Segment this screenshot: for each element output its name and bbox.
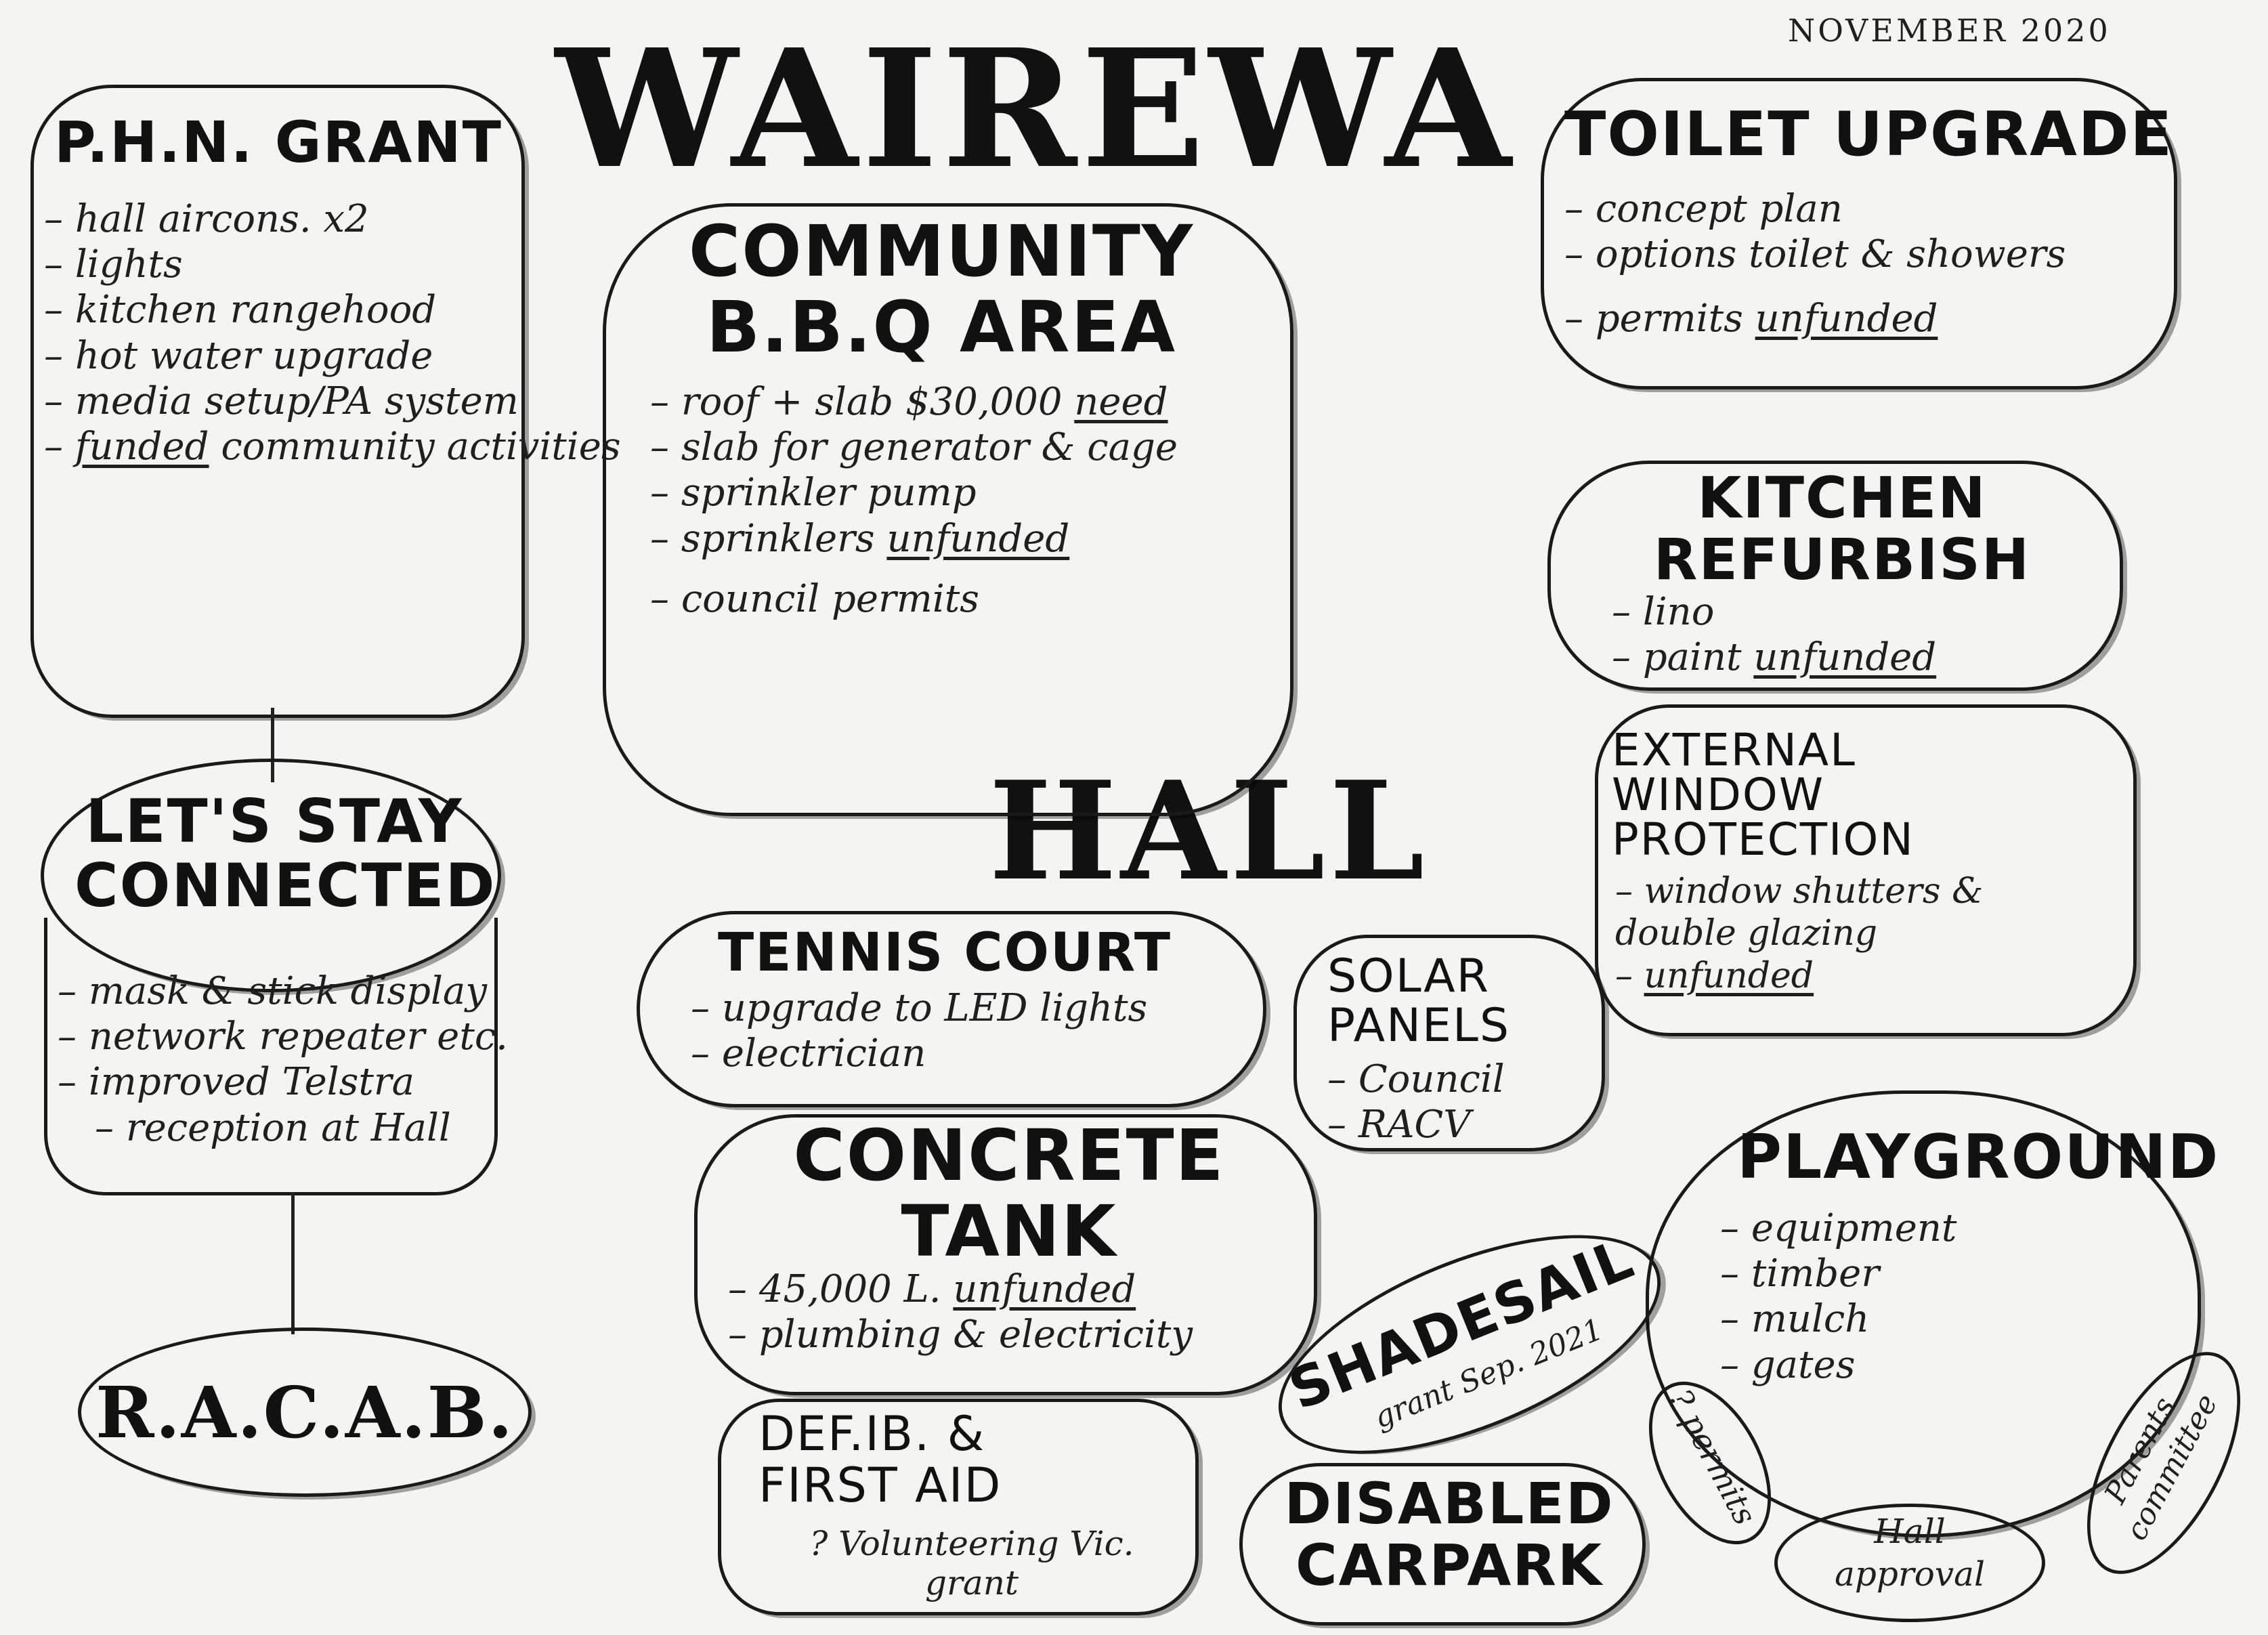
list-item: mask & stick display (58, 969, 508, 1014)
list-item: reception at Hall (58, 1105, 508, 1151)
funding-status-mark: unfunded (953, 1267, 1136, 1311)
phn-grant-list: hall aircons. x2 lights kitchen rangehoo… (44, 196, 621, 469)
list-item: unfunded (1615, 955, 2089, 997)
lets-stay-connected-title: LET'S STAY CONNECTED (74, 786, 496, 921)
list-item: equipment (1720, 1206, 1957, 1251)
list-item: permits unfunded (1564, 296, 2066, 341)
funding-status-mark: unfunded (1644, 955, 1814, 996)
list-item: media setup/PA system (44, 379, 621, 424)
tennis-court-box (637, 911, 1266, 1107)
list-item: roof + slab $30,000 need (650, 379, 1178, 425)
racab-oval (78, 1328, 532, 1497)
window-protection-box (1595, 704, 2137, 1036)
list-item: lights (44, 242, 621, 287)
list-item: paint unfunded (1612, 635, 1936, 680)
list-item: window shutters & double glazing (1615, 870, 2089, 955)
list-item: network repeater etc. (58, 1014, 508, 1059)
window-protection-title: EXTERNAL WINDOW PROTECTION (1612, 724, 1914, 866)
connector-line (291, 1192, 295, 1334)
list-item: sprinklers unfunded (650, 516, 1178, 561)
kitchen-refurbish-title: KITCHEN REFURBISH (1653, 465, 2031, 593)
bbq-area-box (603, 203, 1293, 816)
concrete-tank-title: CONCRETE TANK (793, 1114, 1225, 1273)
list-item: 45,000 L. unfunded (728, 1267, 1193, 1312)
list-item: slab for generator & cage (650, 425, 1178, 470)
list-item: gates (1720, 1342, 1956, 1388)
funding-status-mark: funded (74, 424, 209, 469)
racab-title: R.A.C.A.B. (95, 1371, 514, 1454)
lets-stay-connected-list: mask & stick display network repeater et… (58, 969, 508, 1151)
defib-first-aid-box (718, 1399, 1199, 1615)
funding-status-mark: need (1074, 380, 1168, 424)
list-item: options toilet & showers (1564, 232, 2066, 277)
list-item: concept plan (1564, 186, 2066, 232)
hall-approval-oval (1774, 1504, 2045, 1622)
list-item: Council (1327, 1057, 1505, 1102)
concrete-tank-list: 45,000 L. unfunded plumbing & electricit… (728, 1267, 1193, 1357)
bbq-area-title: COMMUNITY B.B.Q AREA (688, 210, 1195, 369)
funding-status-mark: unfunded (1753, 635, 1937, 680)
solar-panels-list: Council RACV (1327, 1057, 1505, 1147)
playground-title: PLAYGROUND (1737, 1122, 2220, 1193)
hall-approval-label: Hall approval (1835, 1512, 1985, 1594)
kitchen-refurbish-box (1547, 461, 2123, 691)
tennis-court-list: upgrade to LED lights electrician (691, 985, 1147, 1076)
list-item: timber (1720, 1251, 1956, 1296)
list-item: hall aircons. x2 (44, 196, 621, 242)
defib-grant-note: ? Volunteering Vic. grant (809, 1524, 1134, 1602)
connector-line (271, 708, 274, 782)
list-item: mulch (1720, 1296, 1956, 1342)
disabled-carpark-title: DISABLED CARPARK (1284, 1470, 1614, 1598)
defib-first-aid-title: DEF.IB. & FIRST AID (758, 1406, 1002, 1513)
list-item: RACV (1327, 1102, 1505, 1147)
playground-list: equipment timber mulch gates (1720, 1206, 1957, 1388)
tennis-court-title: TENNIS COURT (718, 922, 1172, 983)
list-item: hot water upgrade (44, 333, 621, 379)
toilet-upgrade-title: TOILET UPGRADE (1564, 99, 2173, 170)
list-item: kitchen rangehood (44, 287, 621, 333)
toilet-upgrade-list: concept plan options toilet & showers pe… (1564, 186, 2066, 342)
list-item: sprinkler pump (650, 470, 1178, 515)
list-item: electrician (691, 1031, 1147, 1076)
window-protection-list: window shutters & double glazing unfunde… (1615, 870, 2089, 997)
list-item: upgrade to LED lights (691, 985, 1147, 1031)
date-label: NOVEMBER 2020 (1788, 12, 2111, 49)
concrete-tank-box (694, 1114, 1317, 1395)
list-item: improved Telstra (58, 1059, 508, 1105)
list-item: lino (1612, 589, 1936, 635)
main-title: WAIREWA (555, 14, 1516, 205)
list-item: plumbing & electricity (728, 1312, 1193, 1357)
toilet-upgrade-box (1541, 78, 2177, 389)
bbq-area-list: roof + slab $30,000 need slab for genera… (650, 379, 1178, 622)
list-item: funded community activities (44, 424, 621, 469)
solar-panels-box (1293, 935, 1605, 1151)
list-item: council permits (650, 576, 1178, 622)
phn-grant-title: P.H.N. GRANT (54, 109, 502, 175)
funding-status-mark: unfunded (1755, 297, 1938, 341)
kitchen-refurbish-list: lino paint unfunded (1612, 589, 1936, 680)
solar-panels-title: SOLAR PANELS (1327, 950, 1511, 1053)
disabled-carpark-box (1239, 1463, 1646, 1626)
funding-status-mark: unfunded (886, 516, 1070, 561)
